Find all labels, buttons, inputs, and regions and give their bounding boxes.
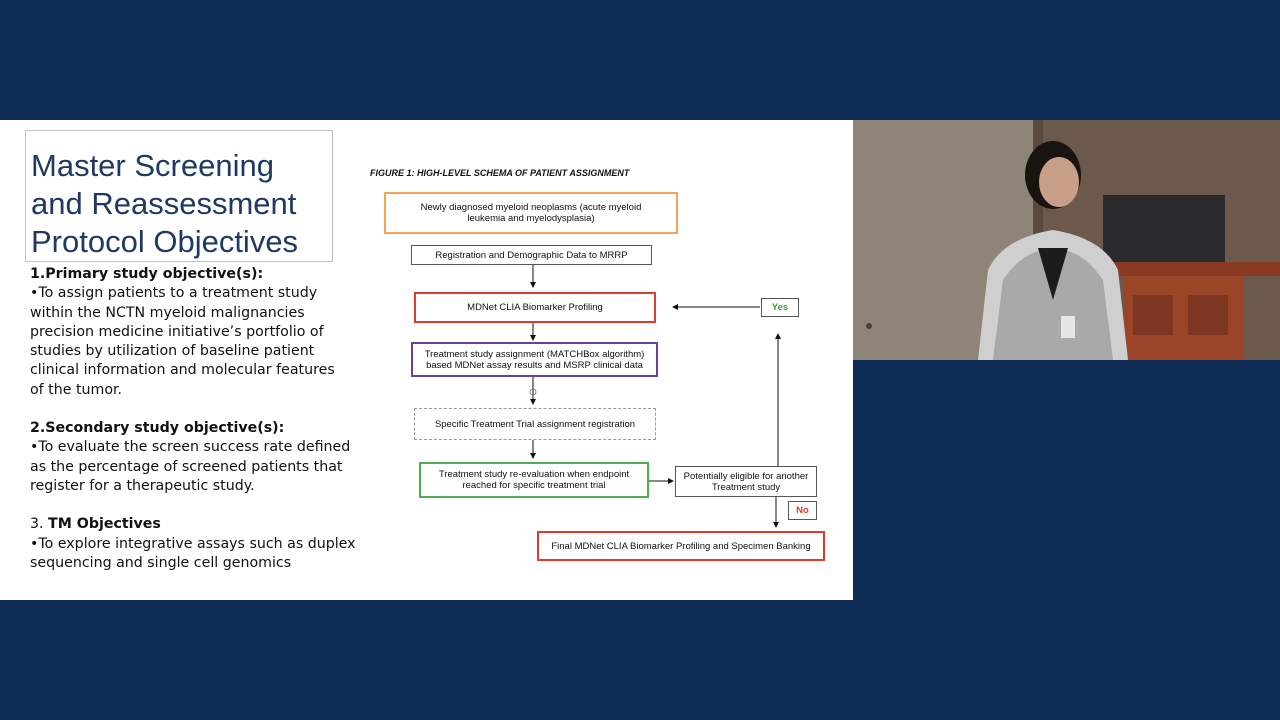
title-line-2: and Reassessment bbox=[31, 186, 297, 221]
secondary-line-1: •To evaluate the screen success rate def… bbox=[30, 439, 351, 456]
box-no: No bbox=[788, 501, 817, 520]
box-newly-diagnosed: Newly diagnosed myeloid neoplasms (acute… bbox=[384, 192, 678, 234]
tm-heading: 3. TM Objectives bbox=[30, 515, 360, 534]
box-yes-label: Yes bbox=[771, 302, 789, 313]
tm-heading-prefix: 3. bbox=[30, 516, 49, 533]
box-profiling: MDNet CLIA Biomarker Profiling bbox=[414, 292, 656, 323]
box-trial-registration: Specific Treatment Trial assignment regi… bbox=[414, 408, 656, 440]
secondary-line-2: as the percentage of screened patients t… bbox=[30, 458, 343, 475]
box-registration: Registration and Demographic Data to MRR… bbox=[411, 245, 652, 265]
primary-line-5: clinical information and molecular featu… bbox=[30, 362, 335, 379]
box-assignment-label: Treatment study assignment (MATCHBox alg… bbox=[424, 348, 645, 371]
connector-handle bbox=[529, 388, 537, 396]
box-registration-label: Registration and Demographic Data to MRR… bbox=[435, 249, 628, 261]
secondary-heading: 2.Secondary study objective(s): bbox=[30, 420, 285, 437]
title-line-1: Master Screening bbox=[31, 148, 274, 183]
tm-heading-bold: TM Objectives bbox=[48, 516, 161, 533]
box-newly-diagnosed-label: Newly diagnosed myeloid neoplasms (acute… bbox=[420, 202, 642, 224]
box-assignment: Treatment study assignment (MATCHBox alg… bbox=[411, 342, 658, 377]
box-potentially-eligible-label: Potentially eligible for another Treatme… bbox=[683, 470, 809, 493]
tm-line-2: sequencing and single cell genomics bbox=[30, 554, 292, 571]
box-potentially-eligible: Potentially eligible for another Treatme… bbox=[675, 466, 817, 497]
title-line-3: Protocol Objectives bbox=[31, 224, 299, 259]
objectives-text: 1.Primary study objective(s): •To assign… bbox=[30, 265, 360, 573]
figure-title: FIGURE 1: HIGH-LEVEL SCHEMA OF PATIENT A… bbox=[370, 168, 630, 178]
box-no-label: No bbox=[796, 505, 809, 516]
primary-line-3: precision medicine initiative’s portfoli… bbox=[30, 323, 324, 340]
box-yes: Yes bbox=[761, 298, 799, 317]
box-trial-registration-label: Specific Treatment Trial assignment regi… bbox=[434, 418, 636, 430]
box-final: Final MDNet CLIA Biomarker Profiling and… bbox=[537, 531, 825, 561]
box-reevaluation-label: Treatment study re-evaluation when endpo… bbox=[438, 469, 630, 491]
speaker-video bbox=[853, 120, 1280, 360]
slide-title: Master Screening and Reassessment Protoc… bbox=[31, 147, 298, 261]
primary-line-2: within the NCTN myeloid malignancies bbox=[30, 304, 305, 321]
title-box: Master Screening and Reassessment Protoc… bbox=[25, 130, 333, 262]
primary-line-6: of the tumor. bbox=[30, 381, 123, 398]
box-final-label: Final MDNet CLIA Biomarker Profiling and… bbox=[551, 540, 811, 552]
primary-line-1: •To assign patients to a treatment study bbox=[30, 285, 318, 302]
presentation-slide: Master Screening and Reassessment Protoc… bbox=[0, 120, 853, 600]
tm-line-1: •To explore integrative assays such as d… bbox=[30, 535, 356, 552]
secondary-line-3: register for a therapeutic study. bbox=[30, 477, 255, 494]
speaker-video-image bbox=[853, 120, 1280, 360]
primary-line-4: studies by utilization of baseline patie… bbox=[30, 343, 315, 360]
primary-heading: 1.Primary study objective(s): bbox=[30, 266, 264, 282]
box-reevaluation: Treatment study re-evaluation when endpo… bbox=[419, 462, 649, 498]
box-profiling-label: MDNet CLIA Biomarker Profiling bbox=[467, 302, 603, 313]
